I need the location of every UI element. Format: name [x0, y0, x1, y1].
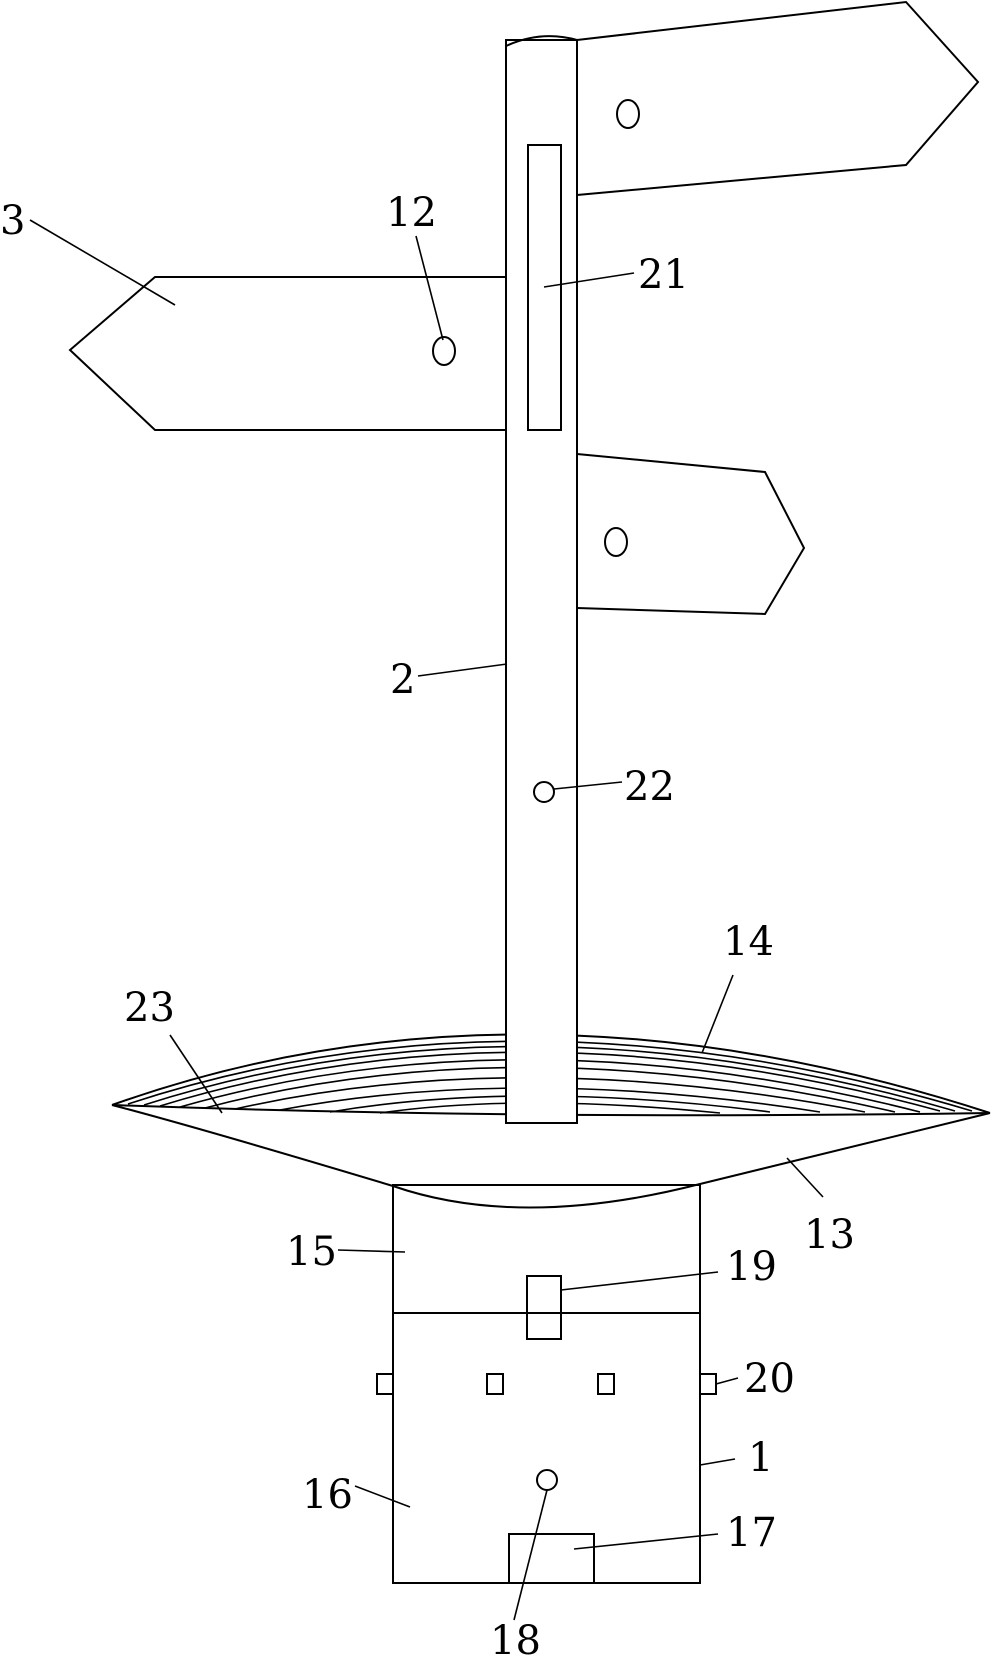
pole-top-cap	[505, 35, 578, 47]
label-3: 3	[0, 198, 25, 244]
label-20: 20	[744, 1356, 795, 1402]
label-12: 12	[386, 190, 437, 236]
label-16: 16	[302, 1472, 353, 1518]
square-2	[597, 1373, 615, 1395]
label-18: 18	[490, 1618, 541, 1656]
keyhole	[536, 1469, 558, 1491]
sign-left-hole	[432, 336, 456, 366]
label-17: 17	[726, 1510, 777, 1556]
sign-top-right	[576, 0, 980, 196]
sign-mid-right-hole	[604, 527, 628, 557]
label-13: 13	[804, 1212, 855, 1258]
label-19: 19	[726, 1244, 777, 1290]
side-square-left	[376, 1373, 394, 1395]
label-23: 23	[124, 985, 175, 1031]
base-box	[392, 1184, 701, 1584]
sign-mid-right	[576, 453, 806, 616]
label-14: 14	[723, 919, 774, 965]
label-2: 2	[390, 657, 415, 703]
square-1	[486, 1373, 504, 1395]
side-square-right	[699, 1373, 717, 1395]
label-15: 15	[286, 1229, 337, 1275]
pole-button	[533, 781, 555, 803]
sign-left	[68, 276, 506, 431]
drawer	[508, 1533, 595, 1583]
label-1: 1	[748, 1435, 773, 1481]
label-22: 22	[624, 764, 675, 810]
label-21: 21	[638, 252, 689, 298]
display-panel	[527, 144, 562, 431]
leader-lines	[29, 219, 824, 1621]
sign-top-right-hole	[616, 99, 640, 129]
pole	[505, 39, 578, 1124]
latch	[526, 1275, 562, 1340]
